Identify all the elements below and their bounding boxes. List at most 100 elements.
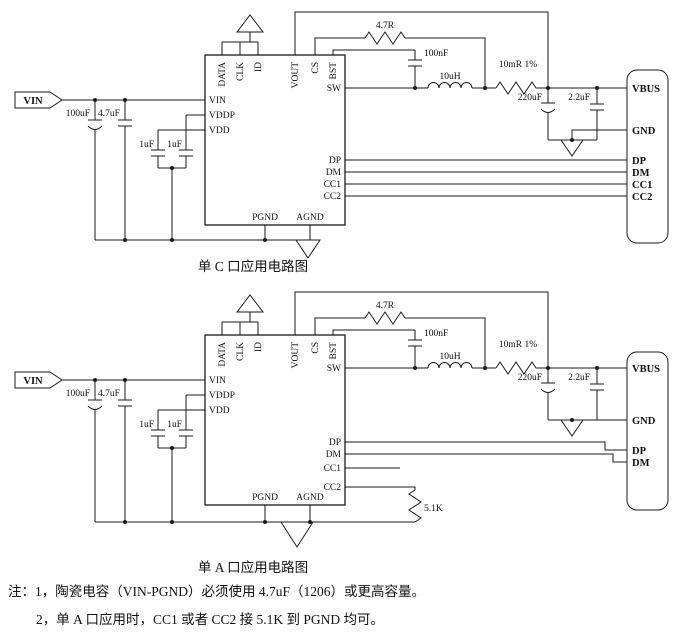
connector-pin-dm: DM [632,458,650,469]
inductor-symbol-10uH [427,82,473,89]
circuit-c-caption: 单 C 口应用电路图 [198,258,308,274]
ic-pin-label-cs: CS [311,62,321,74]
connector-pin-dp: DP [632,446,647,457]
vin-flag [14,91,63,109]
ic-pin-label-clk: CLK [236,62,246,81]
ic-pin-label-cs: CS [311,342,321,354]
ic-pin-label-cc1: CC1 [324,464,342,474]
value-label-2u2: 2.2uF [568,93,590,103]
connector-pin-dp: DP [632,156,647,167]
vin-flag-label: VIN [23,96,43,107]
ic-pin-label-bst: BST [329,342,339,360]
component-symbols-c [87,31,604,259]
value-label-220uF: 220uF [518,93,542,103]
value-label-10mR: 10mR 1% [499,60,537,70]
ic-pin-label-vdd: VDD [209,406,230,416]
ic-pin-label-cc1: CC1 [324,180,342,190]
value-label-4r7: 4.7R [376,301,395,311]
capacitor-symbol-1uF-vddp [179,149,193,157]
usb-c-connector [626,69,669,244]
capacitor-symbol-4u7 [118,119,132,127]
capacitor-symbol-100uF [87,119,103,130]
connector-pin-gnd: GND [632,126,656,137]
circuit-a-caption: 单 A 口应用电路图 [198,559,308,575]
ic-pin-label-data: DATA [218,62,228,87]
value-label-10uH: 10uH [439,72,460,82]
ic-pin-label-pgnd: PGND [252,493,278,503]
ic-pin-label-agnd: AGND [296,493,324,503]
junction-dots-c [93,86,599,242]
ic-pin-label-vout: VOUT [291,62,301,89]
capacitor-symbol-2u2 [590,383,604,391]
value-label-4r7: 4.7R [376,21,395,31]
power-arrow-symbol [235,294,265,313]
ground-symbol-output [560,419,584,437]
value-label-1uF-vdd: 1uF [139,140,154,150]
value-label-10uH: 10uH [439,352,460,362]
ic-pin-label-cc2: CC2 [324,483,342,493]
junction-dots-a [93,366,599,524]
inductor-symbol-10uH [427,362,473,369]
notes-block: 注：1，陶瓷电容（VIN-PGND）必须使用 4.7uF（1206）或更高容量。… [8,583,425,627]
ic-pin-label-dm: DM [326,450,342,460]
capacitor-symbol-220uF [540,102,556,113]
ic-pin-label-sw: SW [327,364,341,374]
capacitor-symbol-220uF [540,382,556,393]
ic-pin-label-pgnd: PGND [252,213,278,223]
connector-pin-vbus: VBUS [632,84,660,95]
connector-pin-cc1: CC1 [632,180,652,191]
power-arrow-symbol [235,14,265,33]
vin-flag-label: VIN [23,376,43,387]
ic-pin-label-data: DATA [218,342,228,367]
ic-pin-label-id: ID [254,62,264,72]
value-label-1uF-vdd: 1uF [139,420,154,430]
circuit-c-schematic: DATA CLK ID VOUT CS BST VIN VDDP VDD SW … [14,11,669,274]
resistor-symbol-sense [495,81,537,95]
value-label-1uF-vddp: 1uF [167,140,182,150]
ic-pin-label-vin: VIN [209,376,226,386]
capacitor-symbol-100uF [87,399,103,410]
connector-pin-gnd: GND [632,416,656,427]
ic-pin-label-sw: SW [327,84,341,94]
value-label-4u7: 4.7uF [98,109,120,119]
note-line-1: 注：1，陶瓷电容（VIN-PGND）必须使用 4.7uF（1206）或更高容量。 [8,583,425,599]
capacitor-symbol-1uF-vdd [151,429,165,437]
value-label-1uF-vddp: 1uF [167,420,182,430]
resistor-symbol-5k1 [408,489,422,523]
ic-pin-label-clk: CLK [236,342,246,361]
ic-pin-label-dp: DP [329,438,341,448]
ground-symbol-main [295,239,321,259]
ic-pin-label-vddp: VDDP [209,391,235,401]
ic-pin-label-vdd: VDD [209,126,230,136]
connector-pin-cc2: CC2 [632,192,652,203]
value-label-100uF: 100uF [66,389,90,399]
ic-pin-label-cc2: CC2 [324,192,342,202]
value-label-100nF: 100nF [424,329,448,339]
capacitor-symbol-2u2 [590,103,604,111]
note-line-2: 2，单 A 口应用时，CC1 或者 CC2 接 5.1K 到 PGND 均可。 [36,611,384,627]
ic-body [204,54,346,226]
ground-symbol-output [560,139,584,157]
ic-pin-label-vout: VOUT [291,342,301,369]
ic-pin-label-vddp: VDDP [209,111,235,121]
ic-body [204,334,346,506]
resistor-symbol-4r7 [364,31,406,45]
ground-symbol-main [280,521,314,548]
circuit-a-schematic: DATA CLK ID VOUT CS BST VIN VDDP VDD SW … [14,291,669,575]
value-label-4u7: 4.7uF [98,389,120,399]
ic-pin-label-dm: DM [326,168,342,178]
capacitor-symbol-4u7 [118,399,132,407]
ic-pin-label-agnd: AGND [296,213,324,223]
capacitor-symbol-100nF [408,339,422,347]
value-label-100nF: 100nF [424,49,448,59]
capacitor-symbol-100nF [408,59,422,67]
ic-pin-label-id: ID [254,342,264,352]
value-label-100uF: 100uF [66,109,90,119]
value-label-2u2: 2.2uF [568,373,590,383]
connector-pin-dm: DM [632,168,650,179]
value-label-220uF: 220uF [518,373,542,383]
vin-flag [14,371,63,389]
connector-pin-vbus: VBUS [632,364,660,375]
usb-a-connector [626,351,669,511]
